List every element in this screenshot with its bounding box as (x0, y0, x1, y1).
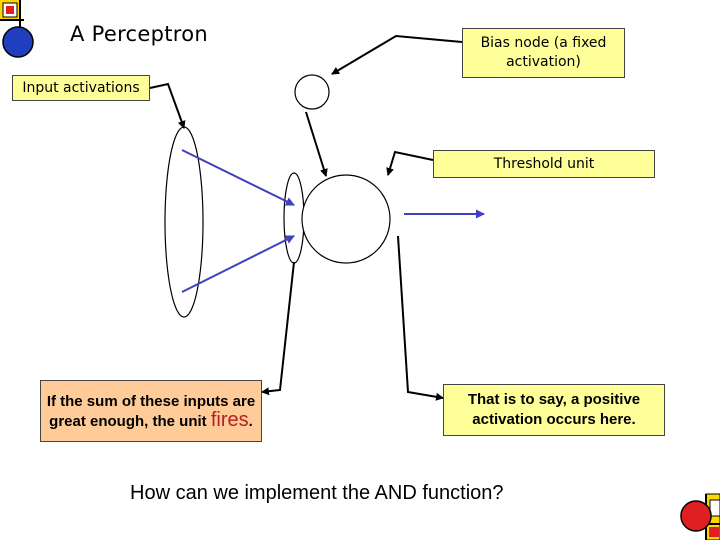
input-arrow-lower (181, 235, 295, 293)
callout-bias-node (331, 34, 463, 75)
callout-threshold-unit (386, 150, 434, 176)
weight-group-ellipse (283, 172, 305, 264)
corner-decoration-bottom-right (680, 493, 720, 540)
input-group-ellipse (164, 126, 204, 318)
callout-input-activations (149, 82, 186, 129)
threshold-unit-circle (301, 174, 391, 264)
bias-node-circle (294, 74, 330, 110)
callout-sum (261, 261, 295, 396)
fires-word: fires (210, 408, 249, 431)
callout-positive (397, 235, 444, 401)
input-activations-label: Input activations (12, 75, 150, 101)
callout-bias-to-unit (305, 111, 328, 177)
corner-decoration-top-left (0, 0, 34, 58)
positive-activation-callout: That is to say, a positive activation oc… (443, 384, 665, 436)
sum-callout-text: If the sum of these inputs are great eno… (41, 392, 261, 431)
bias-node-label: Bias node (a fixed activation) (462, 28, 625, 78)
sum-callout: If the sum of these inputs are great eno… (40, 380, 262, 442)
input-arrow-upper (181, 149, 295, 206)
slide-title: A Perceptron (70, 22, 209, 46)
sum-text: If the sum of these inputs are great eno… (46, 392, 256, 430)
sum-end: . (248, 412, 253, 430)
and-function-question: How can we implement the AND function? (130, 482, 504, 504)
threshold-unit-label: Threshold unit (433, 150, 655, 178)
